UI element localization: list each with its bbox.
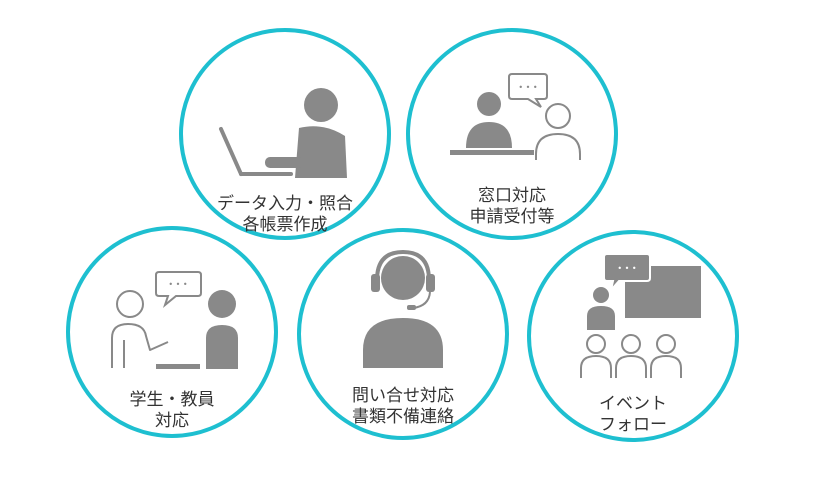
label-line: 問い合せ対応 (352, 386, 454, 406)
service-circle-data-entry: データ入力・照合 各帳票作成 (179, 28, 391, 240)
label-line: 窓口対応 (478, 186, 546, 206)
label-line: 学生・教員 (129, 390, 215, 410)
label-line: フォロー (599, 415, 667, 435)
label-line: 書類不備連絡 (352, 407, 454, 427)
label-line: 対応 (155, 411, 189, 431)
service-label-data-entry: データ入力・照合 各帳票作成 (183, 194, 387, 236)
label-line: イベント (599, 394, 667, 414)
label-line: データ入力・照合 (217, 194, 353, 214)
service-circle-counter: • • • 窓口対応 申請受付等 (406, 28, 618, 240)
service-label-counter: 窓口対応 申請受付等 (410, 186, 614, 228)
bubble-dots: • • • (168, 280, 187, 289)
service-circle-event: • • • イベント フォロー (527, 230, 739, 442)
speech-bubble-icon (508, 73, 548, 108)
speech-bubble-icon (155, 271, 202, 308)
service-label-student: 学生・教員 対応 (70, 390, 274, 432)
presenter-audience-icon: • • • (580, 253, 701, 378)
label-line: 各帳票作成 (242, 215, 328, 235)
service-circle-inquiry: 問い合せ対応 書類不備連絡 (297, 228, 509, 440)
service-circle-student: • • • 学生・教員 対応 (66, 226, 278, 438)
bubble-dots: • • • (617, 264, 636, 273)
service-label-inquiry: 問い合せ対応 書類不備連絡 (301, 386, 505, 428)
talking-at-desk-icon: • • • (111, 271, 238, 369)
counter-consultation-icon: • • • (450, 73, 581, 160)
speech-bubble-icon (603, 253, 651, 294)
headset-operator-icon (363, 249, 443, 368)
service-label-event: イベント フォロー (531, 394, 735, 436)
label-line: 申請受付等 (469, 207, 555, 227)
bubble-dots: • • • (518, 83, 537, 92)
person-at-laptop-icon (219, 88, 347, 178)
